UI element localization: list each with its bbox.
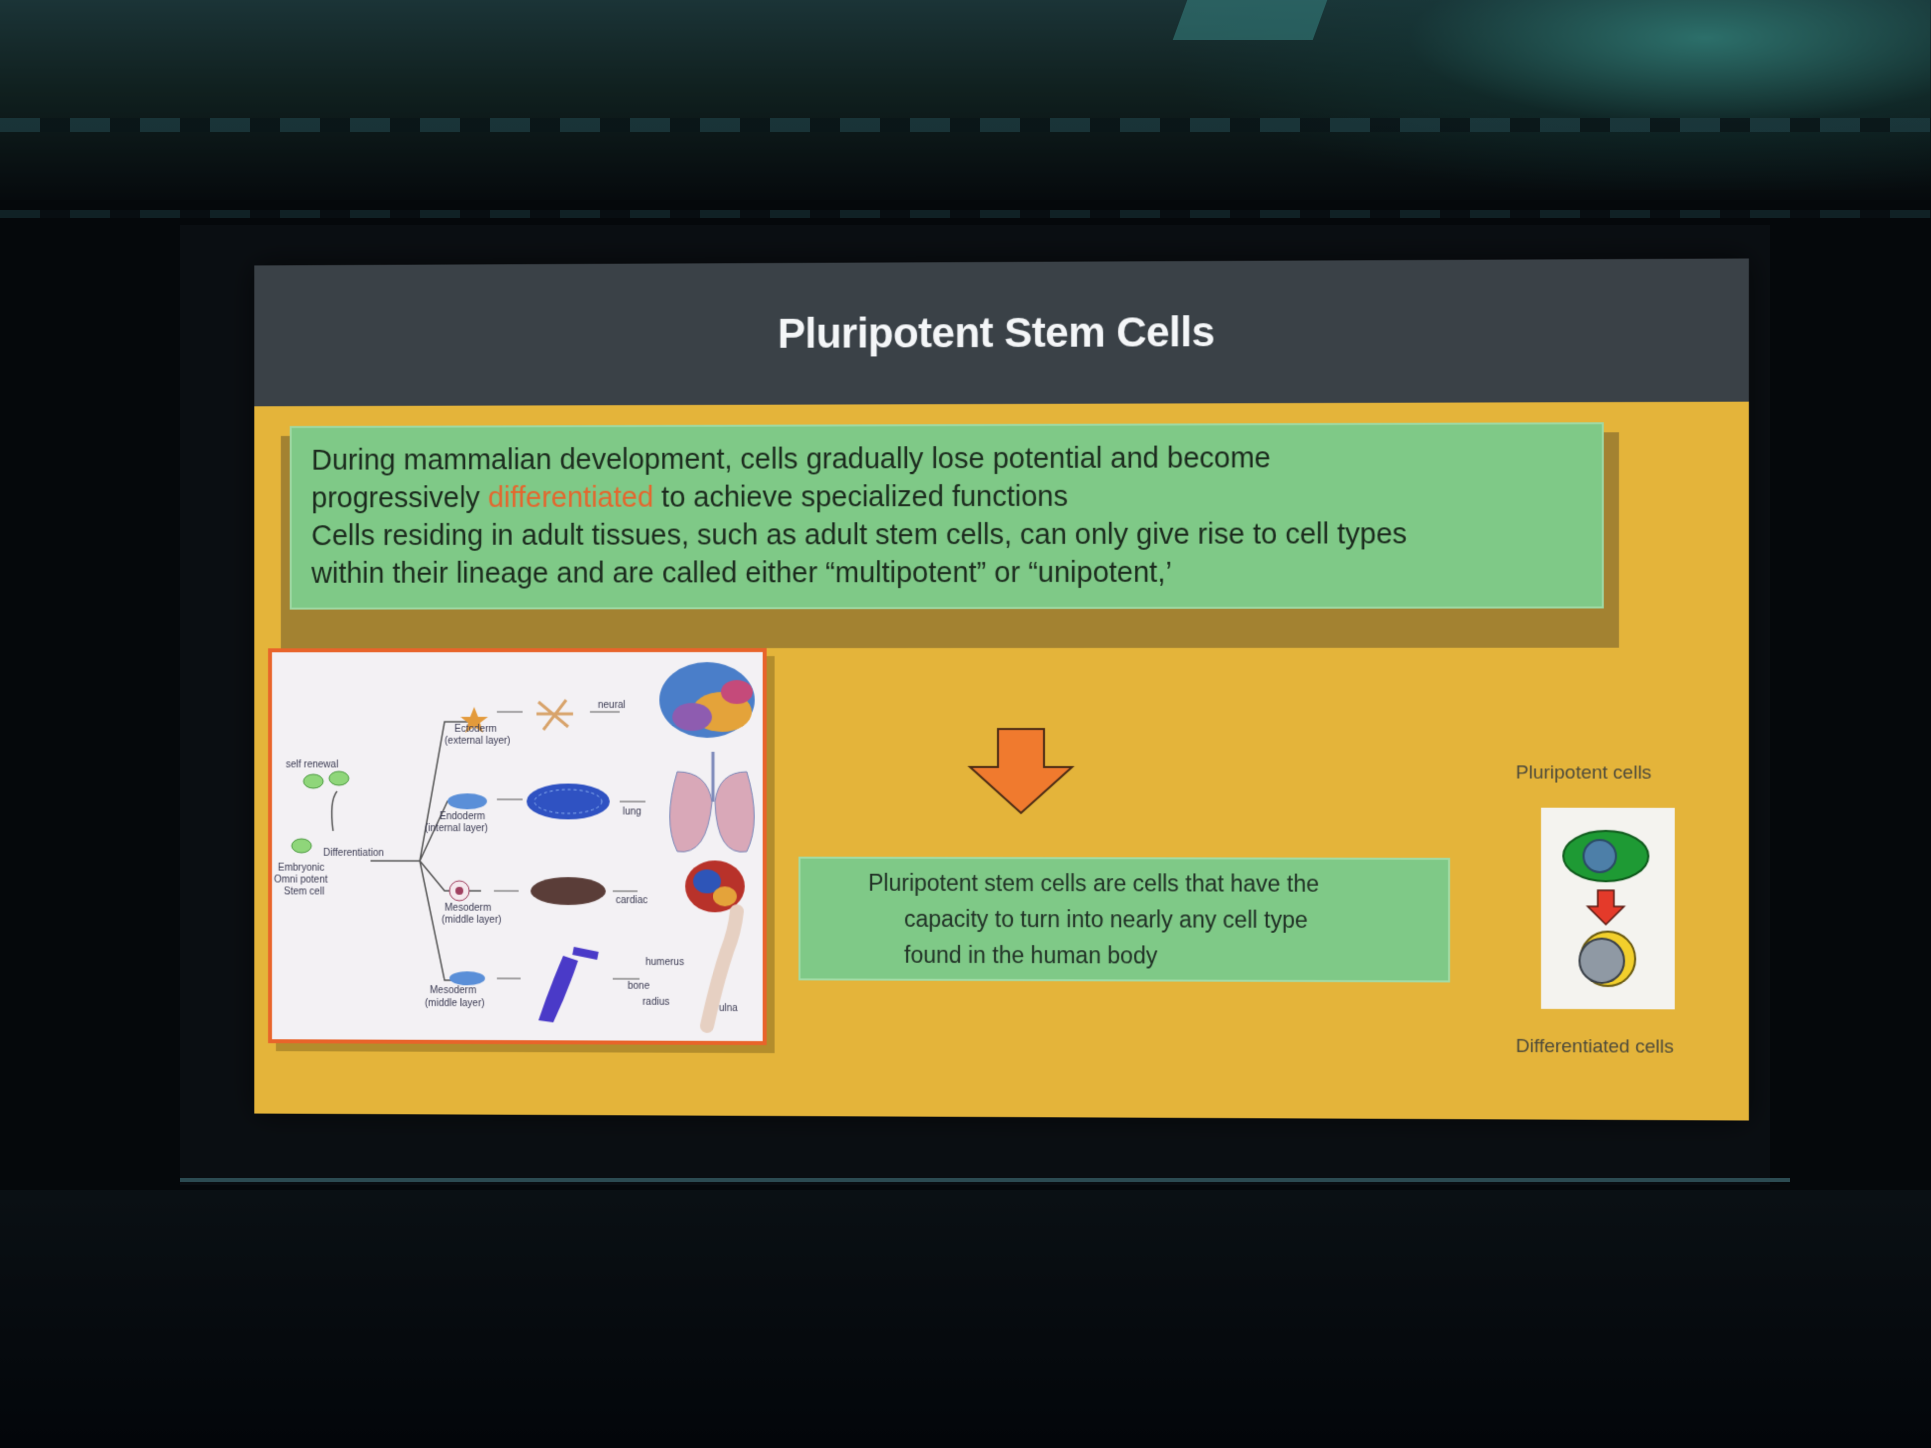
cell-transition-graphic bbox=[1541, 808, 1675, 1010]
label-endoderm-layer: (internal layer) bbox=[424, 823, 488, 835]
ceiling-speaker bbox=[1172, 0, 1328, 40]
intro-line-4: within their lineage and are called eith… bbox=[311, 556, 1172, 590]
label-radius: radius bbox=[642, 996, 670, 1008]
label-endoderm: Endoderm bbox=[439, 811, 486, 823]
presentation-slide: Pluripotent Stem Cells During mammalian … bbox=[254, 258, 1749, 1121]
label-mesoderm-1-layer: (middle layer) bbox=[441, 914, 502, 926]
definition-line-3: found in the human body bbox=[904, 941, 1158, 969]
label-self-renewal: self renewal bbox=[285, 759, 339, 771]
label-ectoderm: Ectoderm bbox=[454, 723, 497, 735]
label-mesoderm-2-layer: (middle layer) bbox=[424, 998, 485, 1010]
stage-floor bbox=[0, 1190, 1931, 1448]
intro-line-2-end: to achieve specialized functions bbox=[653, 480, 1069, 514]
intro-line-2-start: progressively bbox=[311, 482, 488, 515]
label-pluripotent-cells: Pluripotent cells bbox=[1515, 762, 1652, 784]
label-ulna: ulna bbox=[718, 1003, 738, 1015]
down-arrow-icon bbox=[967, 727, 1074, 815]
label-bone: bone bbox=[627, 980, 650, 992]
label-mesoderm-1: Mesoderm bbox=[444, 902, 492, 914]
differentiation-diagram: self renewal Differentiation Embryonic O… bbox=[268, 648, 767, 1046]
intro-text-box: During mammalian development, cells grad… bbox=[289, 422, 1604, 610]
intro-line-3: Cells residing in adult tissues, such as… bbox=[311, 518, 1407, 553]
label-differentiation: Differentiation bbox=[323, 847, 384, 859]
cell-transition-panel bbox=[1541, 807, 1675, 1010]
lighting-truss-lower bbox=[0, 210, 1931, 218]
label-ectoderm-layer: (external layer) bbox=[444, 735, 511, 747]
label-cardiac: cardiac bbox=[615, 895, 648, 907]
label-omnipotent: Omni potent bbox=[273, 874, 328, 886]
definition-line-1: Pluripotent stem cells are cells that ha… bbox=[868, 869, 1320, 897]
label-embryonic: Embryonic bbox=[277, 862, 325, 874]
definition-line-2: capacity to turn into nearly any cell ty… bbox=[904, 905, 1308, 933]
label-lung: lung bbox=[622, 806, 642, 818]
label-stem-cell: Stem cell bbox=[283, 886, 325, 898]
screen-bottom-edge bbox=[180, 1178, 1790, 1182]
intro-line-1: During mammalian development, cells grad… bbox=[311, 442, 1271, 477]
slide-title: Pluripotent Stem Cells bbox=[777, 308, 1215, 357]
slide-header: Pluripotent Stem Cells bbox=[254, 258, 1749, 407]
diagram-graphics bbox=[272, 662, 763, 1041]
lighting-truss bbox=[0, 118, 1931, 132]
definition-box: Pluripotent stem cells are cells that ha… bbox=[798, 856, 1451, 983]
label-mesoderm-2: Mesoderm bbox=[429, 985, 477, 997]
label-neural: neural bbox=[597, 699, 626, 711]
label-differentiated-cells: Differentiated cells bbox=[1515, 1035, 1674, 1058]
intro-line-2: progressively differentiated to achieve … bbox=[311, 477, 1585, 518]
highlight-word: differentiated bbox=[487, 481, 654, 514]
label-humerus: humerus bbox=[645, 956, 685, 969]
